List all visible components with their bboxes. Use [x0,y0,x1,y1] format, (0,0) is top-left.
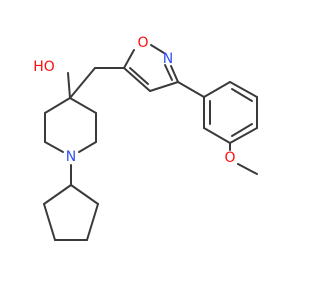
bond [229,127,258,144]
hydroxyl-label: HO [33,59,55,75]
molecule-drawing: HO O N N O [33,35,258,241]
bond [203,127,231,144]
bond [170,65,179,83]
bond [164,64,173,81]
bond [123,49,135,69]
bond [231,88,253,102]
bond [44,141,64,153]
bond [237,163,258,175]
bond [69,67,96,99]
bond [177,81,205,98]
bond [150,44,165,54]
bond [69,97,97,114]
atom-labels: HO O N N O [33,35,235,166]
bond [129,67,149,85]
bond [70,184,99,205]
structure-diagram: HO O N N O [33,35,258,241]
piperidine-nitrogen-label: N [66,149,76,165]
bond [43,203,56,241]
bond [67,72,71,99]
bond [203,81,231,98]
bond [44,97,71,114]
bond [149,81,179,92]
methoxy-oxygen-label: O [224,150,235,166]
bonds [43,44,258,241]
bond [231,123,253,137]
isoxazole-nitrogen-label: N [163,51,173,67]
bond [43,184,72,205]
isoxazole-oxygen-label: O [137,35,148,51]
bond [123,67,151,92]
bond [229,81,258,98]
bond [78,141,97,153]
bond [86,203,99,241]
